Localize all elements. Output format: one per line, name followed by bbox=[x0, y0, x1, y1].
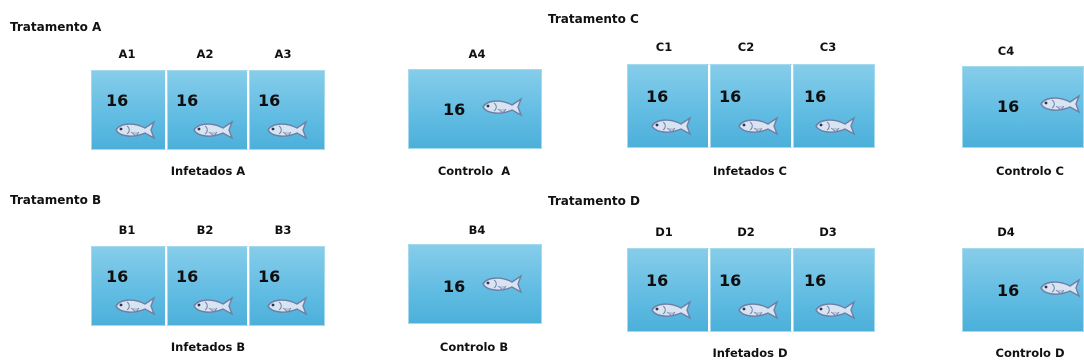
control-d-label: Controlo D bbox=[995, 346, 1065, 360]
tank-c2: 16 bbox=[710, 64, 793, 148]
tank-label-a3: A3 bbox=[274, 47, 292, 61]
treatment-a-title: Tratamento A bbox=[10, 20, 102, 34]
fish-count: 16 bbox=[443, 277, 466, 296]
fish-count: 16 bbox=[176, 267, 199, 286]
tank-label-c3: C3 bbox=[819, 40, 837, 54]
control-a-label: Controlo A bbox=[437, 164, 511, 178]
fish-count: 16 bbox=[176, 91, 199, 110]
fish-icon bbox=[651, 117, 691, 135]
tank-b4-control: 16 bbox=[408, 244, 542, 324]
tank-label-c1: C1 bbox=[655, 40, 673, 54]
fish-count: 16 bbox=[646, 271, 669, 290]
tank-label-b4: B4 bbox=[468, 223, 486, 237]
fish-icon bbox=[267, 121, 307, 139]
treatment-d-title: Tratamento D bbox=[548, 194, 641, 208]
tank-d1: 16 bbox=[627, 248, 710, 332]
fish-count: 16 bbox=[106, 91, 129, 110]
tank-label-a2: A2 bbox=[196, 47, 214, 61]
tank-c4-control: 16 bbox=[962, 66, 1084, 148]
control-c-label: Controlo C bbox=[996, 164, 1064, 178]
fish-count: 16 bbox=[804, 271, 827, 290]
fish-count: 16 bbox=[443, 100, 466, 119]
tank-a4-control: 16 bbox=[408, 69, 542, 149]
fish-count: 16 bbox=[997, 281, 1020, 300]
tank-label-d1: D1 bbox=[655, 225, 673, 239]
fish-count: 16 bbox=[258, 91, 281, 110]
fish-count: 16 bbox=[719, 271, 742, 290]
fish-count: 16 bbox=[646, 87, 669, 106]
tank-label-b3: B3 bbox=[274, 223, 292, 237]
fish-icon bbox=[1040, 279, 1080, 297]
fish-icon bbox=[815, 301, 855, 319]
fish-icon bbox=[267, 297, 307, 315]
infected-a-label: Infetados A bbox=[170, 164, 246, 178]
tank-d3: 16 bbox=[793, 248, 875, 332]
fish-icon bbox=[482, 98, 522, 116]
fish-icon bbox=[738, 301, 778, 319]
treatment-c-title: Tratamento C bbox=[548, 12, 639, 26]
tank-label-c2: C2 bbox=[737, 40, 755, 54]
tank-d2: 16 bbox=[710, 248, 793, 332]
tank-label-d2: D2 bbox=[737, 225, 755, 239]
fish-count: 16 bbox=[997, 97, 1020, 116]
fish-icon bbox=[815, 117, 855, 135]
tank-label-a4: A4 bbox=[468, 47, 486, 61]
tank-b3: 16 bbox=[249, 246, 325, 326]
tank-label-d4: D4 bbox=[997, 225, 1015, 239]
tank-b2: 16 bbox=[167, 246, 249, 326]
tank-a1: 16 bbox=[91, 70, 167, 150]
fish-icon bbox=[193, 121, 233, 139]
control-b-label: Controlo B bbox=[439, 340, 509, 354]
fish-icon bbox=[115, 121, 155, 139]
fish-count: 16 bbox=[804, 87, 827, 106]
tank-d4-control: 16 bbox=[962, 248, 1084, 332]
infected-d-label: Infetados D bbox=[712, 346, 788, 360]
fish-icon bbox=[1040, 95, 1080, 113]
tank-label-d3: D3 bbox=[819, 225, 837, 239]
infected-b-label: Infetados B bbox=[170, 340, 246, 354]
tank-c1: 16 bbox=[627, 64, 710, 148]
tank-label-a1: A1 bbox=[118, 47, 136, 61]
fish-count: 16 bbox=[258, 267, 281, 286]
tank-b1: 16 bbox=[91, 246, 167, 326]
tank-label-c4: C4 bbox=[997, 44, 1015, 58]
infected-c-label: Infetados C bbox=[713, 164, 787, 178]
fish-icon bbox=[115, 297, 155, 315]
tank-label-b2: B2 bbox=[196, 223, 214, 237]
fish-icon bbox=[482, 275, 522, 293]
fish-icon bbox=[193, 297, 233, 315]
fish-count: 16 bbox=[106, 267, 129, 286]
tank-label-b1: B1 bbox=[118, 223, 136, 237]
fish-count: 16 bbox=[719, 87, 742, 106]
tank-c3: 16 bbox=[793, 64, 875, 148]
tank-a2: 16 bbox=[167, 70, 249, 150]
fish-icon bbox=[651, 301, 691, 319]
fish-icon bbox=[738, 117, 778, 135]
treatment-b-title: Tratamento B bbox=[10, 193, 102, 207]
tank-a3: 16 bbox=[249, 70, 325, 150]
